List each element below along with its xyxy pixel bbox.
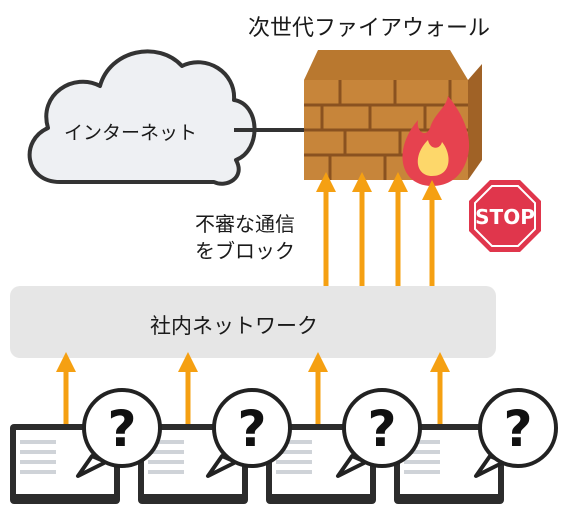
block-caption: 不審な通信 をブロック bbox=[195, 211, 295, 265]
stop-sign-text: STOP bbox=[475, 205, 535, 229]
block-caption-line1: 不審な通信 bbox=[195, 212, 295, 236]
question-bubble: ? bbox=[336, 388, 422, 478]
question-mark: ? bbox=[107, 400, 136, 458]
cloud-icon bbox=[27, 49, 257, 186]
brick-wall-fire-icon bbox=[304, 50, 482, 186]
question-mark: ? bbox=[367, 400, 396, 458]
block-caption-line2: をブロック bbox=[195, 239, 295, 263]
internet-label: インターネット bbox=[64, 122, 198, 144]
network-label: 社内ネットワーク bbox=[150, 314, 318, 338]
question-bubble: ? bbox=[76, 388, 162, 478]
question-mark: ? bbox=[237, 400, 266, 458]
question-bubble: ? bbox=[206, 388, 292, 478]
question-bubble: ? bbox=[474, 388, 558, 478]
network-bar bbox=[10, 286, 496, 358]
client-arrows bbox=[56, 352, 450, 432]
blocked-traffic-arrows bbox=[316, 172, 442, 290]
stop-sign: STOP bbox=[469, 180, 541, 252]
question-mark: ? bbox=[503, 400, 532, 458]
firewall-title: 次世代ファイアウォール bbox=[248, 16, 491, 41]
